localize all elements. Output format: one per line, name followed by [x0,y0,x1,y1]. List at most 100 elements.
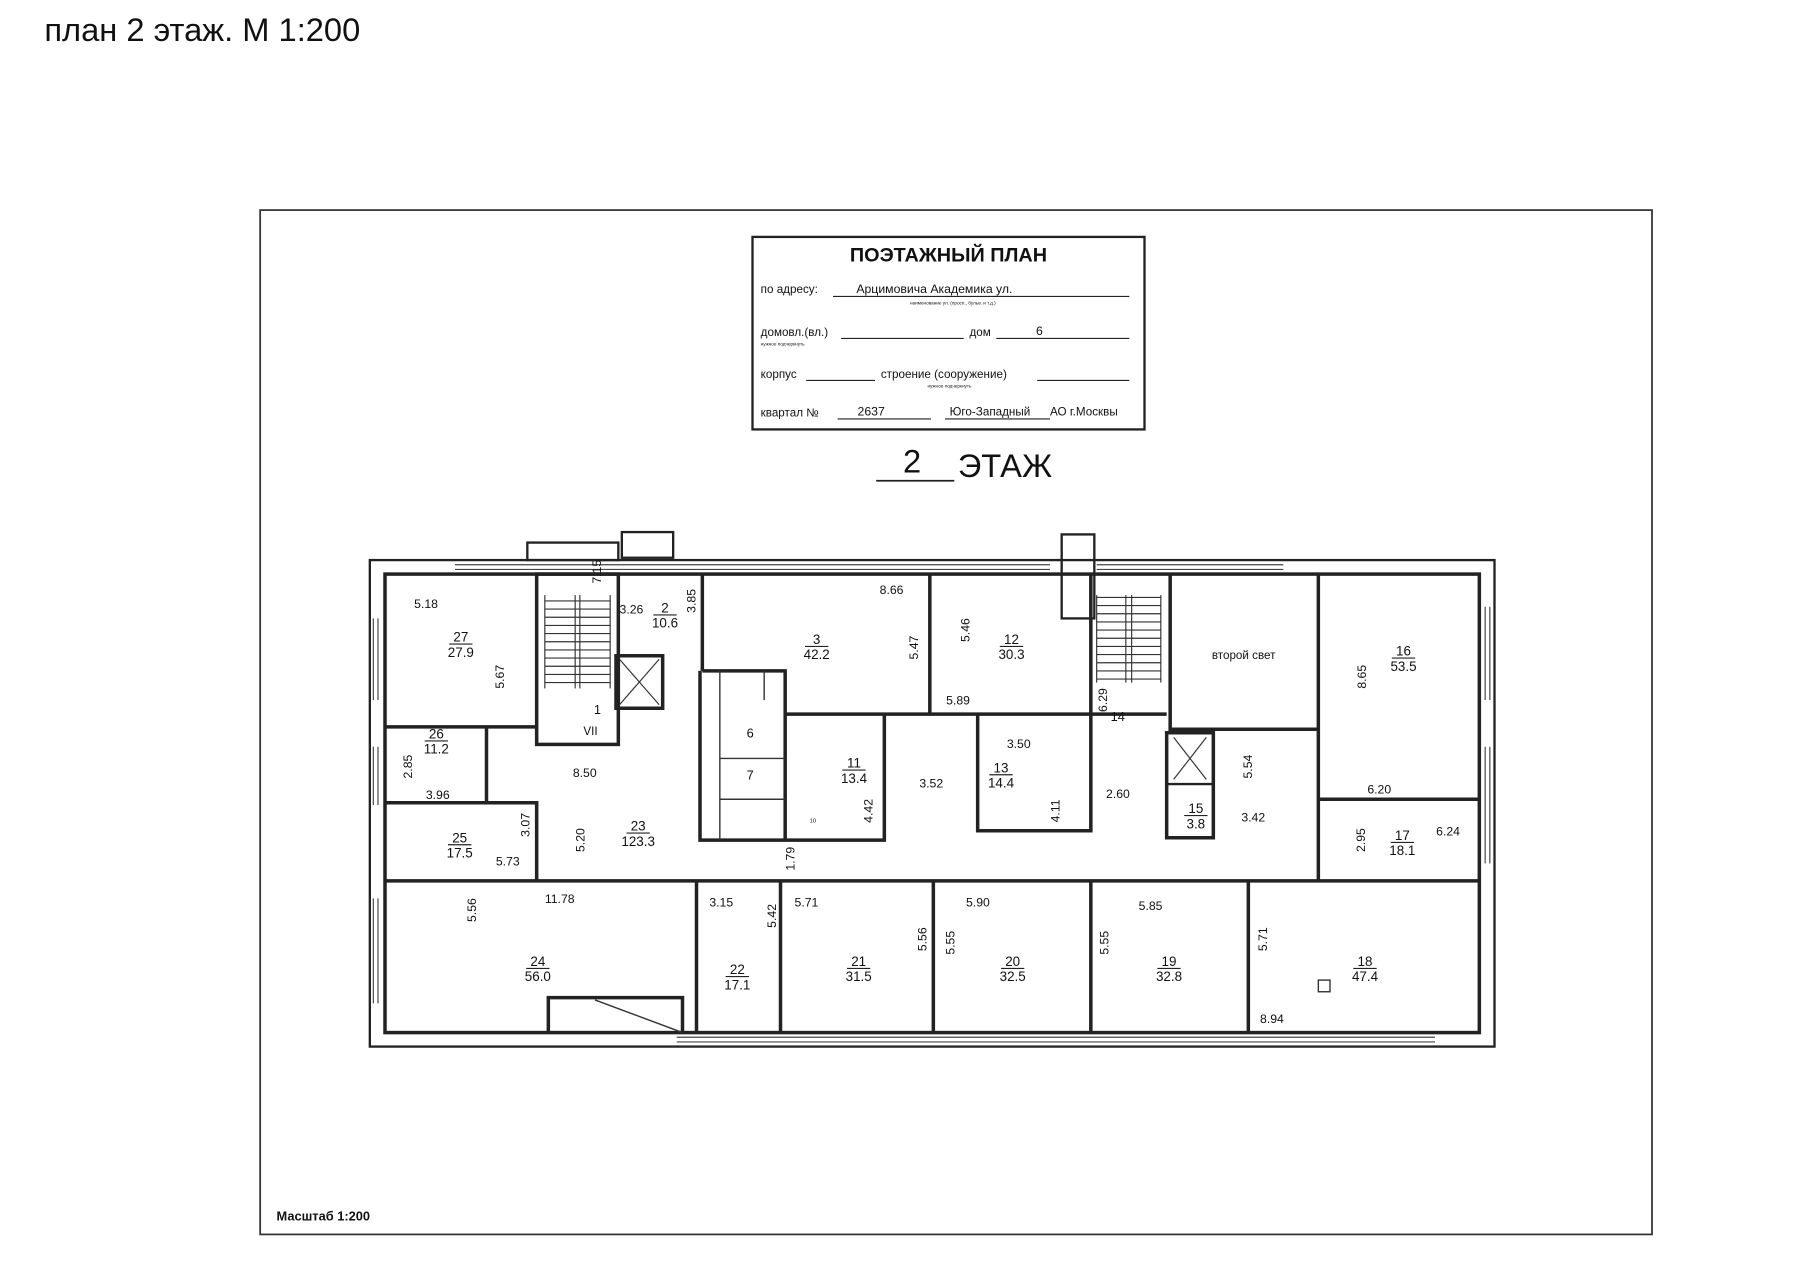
dimension-label: 3.07 [519,813,533,837]
floor-label: ЭТАЖ [958,447,1052,484]
dimension-label: 5.56 [465,898,479,922]
kvartal-label: квартал № [761,407,819,420]
room-number: 21 [851,954,866,969]
dimension-label: 5.71 [795,896,819,910]
dimension-label: 2.85 [401,754,415,778]
stroenie-hint: нужное подчеркнуть [927,383,972,388]
dom-value: 6 [1036,324,1043,338]
address-value: Арцимовича Академика ул. [856,282,1012,296]
dimension-label: 5.42 [765,904,779,928]
dimension-label: 3.96 [426,788,450,802]
room-area: 32.5 [1000,969,1026,984]
dimension-label: 5.90 [966,896,990,910]
room-area: 31.5 [846,969,872,984]
building-walls [368,530,1496,1048]
korpus-label: корпус [761,368,797,381]
dimension-label: 6.24 [1436,824,1460,838]
room-15: 153.8 [1184,801,1208,831]
room-number: 27 [453,630,468,645]
domovl-hint: нужное подчеркнуть [761,341,806,346]
dimension-label: 3.42 [1241,810,1265,824]
room-area: 42.2 [804,647,830,662]
room-number: 18 [1358,954,1373,969]
dimension-label: 3.52 [919,777,943,791]
dimension-label: 2.60 [1106,787,1130,801]
title-heading: ПОЭТАЖНЫЙ ПЛАН [850,242,1047,266]
room-area: 14.4 [988,776,1015,791]
room-number: 25 [452,830,467,845]
room-2: 210.6 [652,601,678,631]
dimension-label: 5.89 [946,694,970,708]
room-number: 13 [994,760,1009,775]
room-area: 27.9 [448,645,474,660]
dimension-label: 6.20 [1367,782,1391,796]
dimension-label: 5.85 [1139,899,1163,913]
drawing-frame [259,209,1653,1236]
room-area: 30.3 [998,647,1024,662]
page-title: план 2 этаж. М 1:200 [44,11,360,48]
room-area: 11.2 [424,742,449,757]
dimension-label: 5.54 [1241,754,1255,778]
room-area: 18.1 [1389,843,1415,858]
dimension-label: 5.56 [915,927,929,951]
dimension-label: 3.26 [620,603,644,617]
dimension-label: 3.15 [709,896,733,910]
room-number: 11 [847,756,861,771]
stroenie-label: строение (сооружение) [881,368,1007,381]
dimension-label: 11.78 [545,892,575,906]
dimension-label: 8.65 [1355,665,1369,689]
label-room-6: 6 [747,725,754,740]
dimension-label: 3.85 [684,589,698,613]
dimension-label: 4.42 [862,799,876,823]
room-area: 56.0 [525,969,551,984]
room-area: 17.1 [724,977,750,992]
kvartal-value: 2637 [858,404,885,418]
room-area: 32.8 [1156,969,1182,984]
room-number: 12 [1004,632,1019,647]
room-area: 3.8 [1187,816,1206,831]
title-block: ПОЭТАЖНЫЙ ПЛАН по адресу: Арцимовича Ака… [751,235,1146,431]
label-room-1: 1 [594,702,601,717]
dimension-label: 8.66 [880,583,904,597]
dimension-label: 5.46 [959,618,973,642]
dimension-label: 3.50 [1007,737,1031,751]
room-area: 10.6 [652,616,678,631]
domovl-label: домовл.(вл.) [761,326,829,339]
dom-label: дом [969,326,990,339]
dimension-label: 5.20 [574,828,588,852]
dimension-label: 5.67 [493,665,507,689]
district-value: Юго-Западный [950,405,1031,418]
room-area: 17.5 [447,846,473,861]
room-number: 20 [1005,954,1020,969]
dimension-label: 1.79 [784,847,798,871]
room-number: 16 [1396,644,1411,659]
room-number: 23 [631,819,646,834]
room-number: 26 [429,727,444,742]
room-area: 47.4 [1352,969,1379,984]
dimension-label: 8.50 [573,766,597,780]
scale-label: Масштаб 1:200 [277,1208,371,1223]
label-second-light: второй свет [1212,649,1276,662]
dimension-label: 5.47 [907,635,921,659]
dimension-label: 5.73 [496,855,520,869]
address-hint: наименование ул. (просп., бульв. и т.д.) [910,301,996,306]
dimension-label: 7.15 [590,560,604,584]
address-label: по адресу: [761,283,818,296]
